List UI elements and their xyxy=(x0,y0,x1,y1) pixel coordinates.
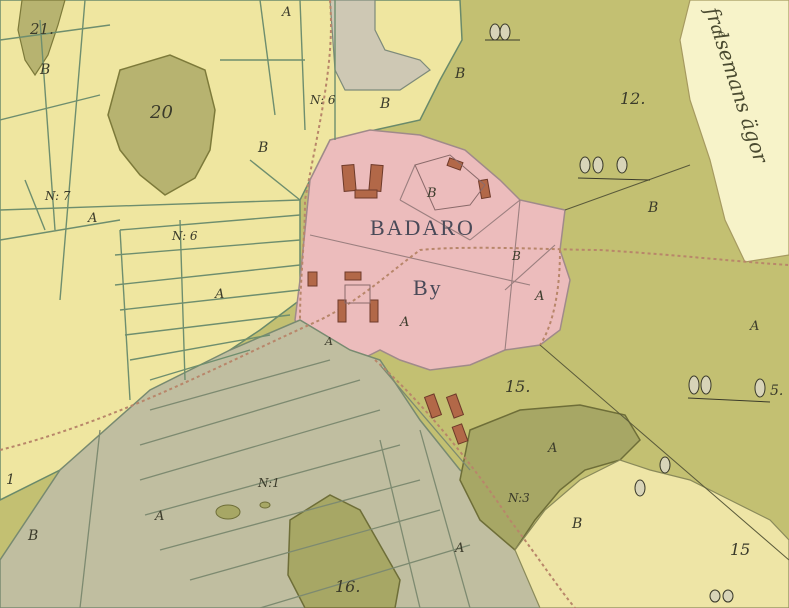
letter-b: B xyxy=(39,62,50,78)
village-buildings xyxy=(307,157,492,445)
parcel-number-15b: 15 xyxy=(730,540,750,559)
letter-a: A xyxy=(87,211,97,226)
letter-a: A xyxy=(324,335,333,348)
plot-marker-n3: N:3 xyxy=(507,491,530,505)
letter-a: A xyxy=(214,287,224,302)
field-strips-marsh xyxy=(79,359,471,608)
parcel-number-20: 20 xyxy=(149,102,173,123)
village-suffix-label: By xyxy=(413,275,443,300)
letter-a: A xyxy=(399,315,409,330)
parcel-number-12: 12. xyxy=(620,89,645,108)
parcel-number-16: 16. xyxy=(335,577,360,596)
letter-b: B xyxy=(571,516,582,532)
lake-lower-right xyxy=(459,404,641,552)
pond-20 xyxy=(107,54,216,196)
letter-a: A xyxy=(749,319,759,334)
pale-field-right xyxy=(679,0,789,263)
letter-b: B xyxy=(511,249,521,263)
village-name-label: BADARO xyxy=(370,215,475,240)
plot-marker-n6-mid: N: 6 xyxy=(171,229,198,243)
letter-b: B xyxy=(27,528,38,544)
gray-plot-top xyxy=(329,0,431,91)
letter-b: B xyxy=(426,186,437,201)
pale-field-lower-right xyxy=(514,459,789,608)
letter-a: A xyxy=(534,289,544,304)
letter-codes-a: A A A A A A A A A A xyxy=(87,5,759,556)
parcel-number-5: 5. xyxy=(770,383,783,399)
letter-b: B xyxy=(379,96,390,112)
thin-boundary-lines xyxy=(539,164,789,561)
letter-b: B xyxy=(257,140,268,156)
parcel-number-1: 1 xyxy=(6,472,15,488)
parcel-number-15a: 15. xyxy=(505,377,530,396)
field-strips-northwest xyxy=(0,0,336,301)
plot-marker-n6-top: N: 6 xyxy=(309,93,336,107)
letter-b: B xyxy=(454,66,465,82)
field-strips-middle xyxy=(114,214,301,401)
letter-codes-b: B B B B B B B B B xyxy=(27,62,658,544)
yard-outlines xyxy=(344,154,486,304)
letter-a: A xyxy=(154,509,164,524)
parcel-number-21: 21. xyxy=(29,20,54,38)
plot-marker-n7: N: 7 xyxy=(44,189,71,203)
letter-a: A xyxy=(454,541,464,556)
letter-a: A xyxy=(281,5,291,20)
letter-b: B xyxy=(647,200,658,216)
lake-16 xyxy=(287,494,401,608)
village-boundaries xyxy=(309,164,556,351)
marsh-islets xyxy=(215,501,271,520)
letter-a: A xyxy=(547,441,557,456)
plot-marker-n1: N:1 xyxy=(257,476,280,490)
tree-symbols xyxy=(485,23,771,603)
